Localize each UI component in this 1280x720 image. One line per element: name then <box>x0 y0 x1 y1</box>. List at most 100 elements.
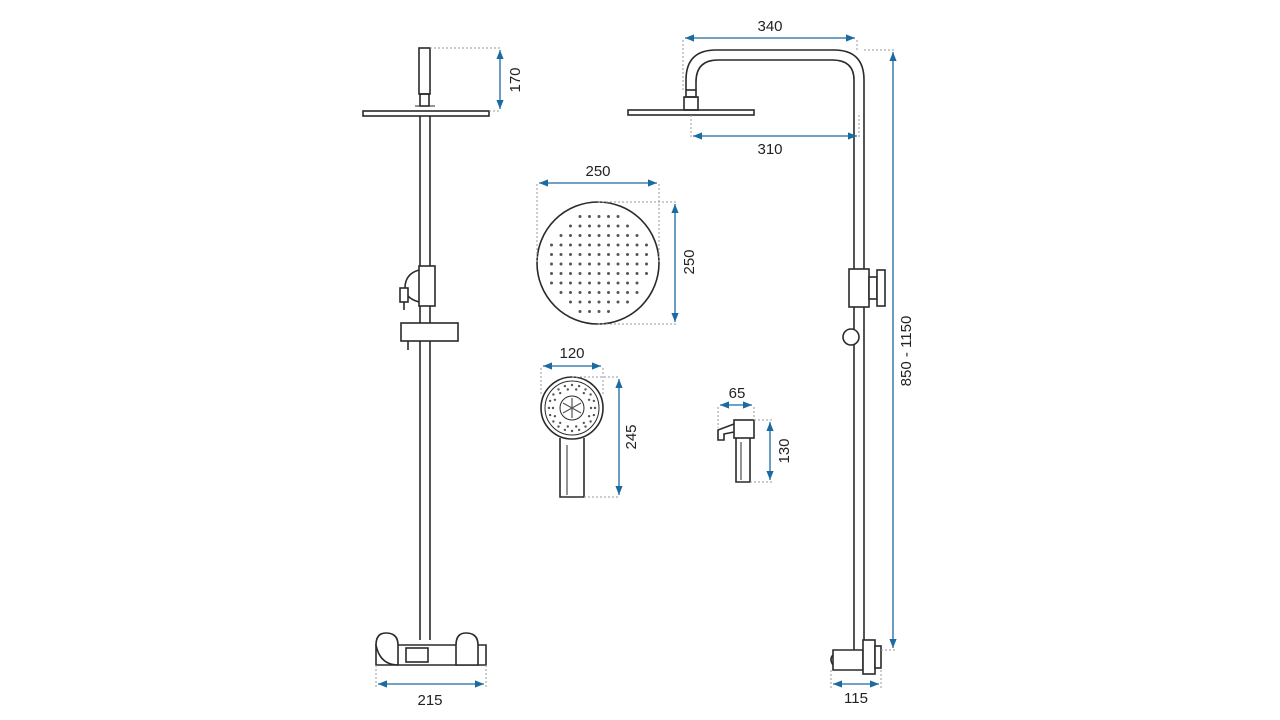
hand-nozzle-dot <box>592 399 596 403</box>
hand-nozzle-dot <box>584 388 587 391</box>
nozzle-dot <box>616 253 620 256</box>
nozzle-dot <box>588 243 591 247</box>
nozzle-dot <box>569 272 572 275</box>
hand-nozzle-dot <box>589 406 593 410</box>
nozzle-dot <box>626 291 629 294</box>
nozzle-dot <box>588 281 591 285</box>
nozzle-dot <box>626 253 629 256</box>
dim-top-arm-length: 340 <box>682 18 858 90</box>
nozzle-dot <box>635 272 639 275</box>
label-65: 65 <box>729 385 746 402</box>
nozzle-dot <box>645 253 648 256</box>
hand-nozzle-dot <box>559 391 562 395</box>
nozzle-dot <box>588 262 591 266</box>
nozzle-dot <box>616 291 620 294</box>
nozzle-dot <box>569 291 572 294</box>
nozzle-dot <box>626 281 629 285</box>
nozzle-dot <box>626 272 629 275</box>
nozzle-dot <box>626 300 629 304</box>
hand-nozzle-dot <box>559 421 562 425</box>
nozzle-dot <box>597 300 601 304</box>
nozzle-dot <box>645 243 648 247</box>
nozzle-dot <box>616 234 620 237</box>
nozzle-dot <box>578 281 582 285</box>
label-115: 115 <box>844 690 868 707</box>
nozzle-dot <box>635 281 639 285</box>
nozzle-dot <box>578 253 582 256</box>
nozzle-dot <box>607 262 610 266</box>
nozzle-dot <box>616 243 620 247</box>
dim-head-height: 250 <box>598 201 698 325</box>
nozzle-dot <box>635 243 639 247</box>
nozzle-dot <box>626 234 629 237</box>
label-340: 340 <box>757 18 782 35</box>
nozzle-dot <box>597 215 601 218</box>
label-170: 170 <box>507 67 524 92</box>
nozzle-dot <box>645 272 648 275</box>
label-215: 215 <box>417 692 442 709</box>
hand-nozzle-dot <box>547 406 551 410</box>
dim-head-width: 250 <box>536 163 660 262</box>
nozzle-dot <box>569 224 572 228</box>
nozzle-dot <box>607 272 610 275</box>
nozzle-dot <box>578 234 582 237</box>
nozzle-dot <box>588 300 591 304</box>
label-250-width: 250 <box>585 163 610 180</box>
label-250-height: 250 <box>681 249 698 274</box>
nozzle-dot <box>597 281 601 285</box>
hand-nozzle-dot <box>557 388 560 391</box>
nozzle-dot <box>607 300 610 304</box>
hand-nozzle-dot <box>589 420 592 423</box>
nozzle-dot <box>597 234 601 237</box>
dim-front-base-width: 115 <box>830 670 882 707</box>
nozzle-dot <box>607 243 610 247</box>
hand-nozzle-dot <box>587 398 591 401</box>
hand-nozzle-dot <box>570 383 574 387</box>
nozzle-dot <box>588 253 591 256</box>
hand-nozzle-dot <box>589 393 592 396</box>
bidet-sprayer <box>717 419 755 483</box>
hand-nozzle-dot <box>570 429 574 433</box>
nozzle-dot <box>569 234 572 237</box>
nozzle-dot <box>569 262 572 266</box>
nozzle-dot <box>597 224 601 228</box>
nozzle-dot <box>607 291 610 294</box>
nozzle-dot <box>626 243 629 247</box>
nozzle-dot <box>607 253 610 256</box>
dim-handshower-length: 245 <box>572 376 640 498</box>
nozzle-dot <box>616 215 620 218</box>
hand-nozzle-dot <box>575 388 578 391</box>
label-120: 120 <box>559 345 584 362</box>
nozzle-dot <box>607 215 610 218</box>
hand-nozzle-dot <box>548 399 552 403</box>
hand-nozzle-dot <box>566 425 569 428</box>
hand-nozzle-dot <box>582 391 585 395</box>
nozzle-dot <box>597 291 601 294</box>
nozzle-dot <box>607 281 610 285</box>
hand-nozzle-dot <box>587 415 591 418</box>
hand-shower <box>540 376 604 498</box>
hand-nozzle-dot <box>593 406 597 410</box>
nozzle-dot <box>550 272 553 275</box>
nozzle-dot <box>559 243 563 247</box>
nozzle-dot <box>616 281 620 285</box>
hand-nozzle-dot <box>552 420 555 423</box>
nozzle-dot <box>588 224 591 228</box>
nozzle-dot <box>607 224 610 228</box>
dim-side-base-width: 215 <box>375 665 487 709</box>
nozzle-dot <box>578 310 582 313</box>
rain-head-face <box>536 201 660 325</box>
nozzle-dot <box>616 272 620 275</box>
hand-nozzle-dot <box>563 428 567 432</box>
nozzle-dot <box>578 262 582 266</box>
hand-nozzle-dot <box>577 428 581 432</box>
nozzle-dot <box>569 281 572 285</box>
nozzle-dot <box>597 243 601 247</box>
nozzle-dot <box>588 234 591 237</box>
label-850-1150: 850 - 1150 <box>898 316 915 387</box>
nozzle-dot <box>578 291 582 294</box>
front-view-column <box>627 49 886 675</box>
hand-nozzle-dot <box>584 425 587 428</box>
nozzle-dot <box>559 291 563 294</box>
dim-top-arm-reach: 310 <box>690 115 860 158</box>
